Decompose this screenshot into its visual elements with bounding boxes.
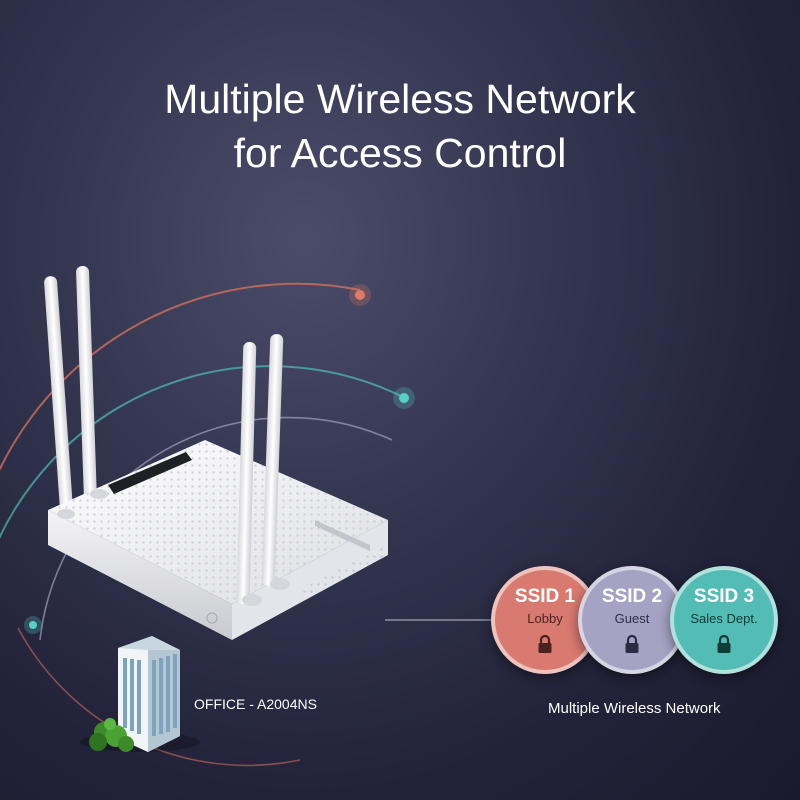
network-caption: Multiple Wireless Network [548,700,721,717]
ssid-1-label: Lobby [527,611,563,626]
tree-bushes [89,718,134,752]
router-image [44,266,388,640]
headline-line-2: for Access Control [233,130,567,176]
lock-icon [717,634,731,653]
headline-line-1: Multiple Wireless Network [164,76,636,122]
lock-icon [625,634,639,653]
ssid-3-bubble: SSID 3 Sales Dept. [670,566,778,674]
office-label: OFFICE - A2004NS [194,696,317,712]
ssid-3-label: Sales Dept. [690,611,758,626]
ssid-1-name: SSID 1 [514,586,576,607]
ssid-3-name: SSID 3 [693,586,755,607]
office-building-icon [80,636,200,752]
ssid-2-bubble: SSID 2 Guest [578,566,686,674]
headline: Multiple Wireless Network for Access Con… [0,72,800,180]
lock-icon [538,634,552,653]
ssid-2-label: Guest [614,611,650,626]
ssid-2-name: SSID 2 [601,586,663,607]
signal-dots [24,284,415,634]
signal-arcs [0,282,406,767]
